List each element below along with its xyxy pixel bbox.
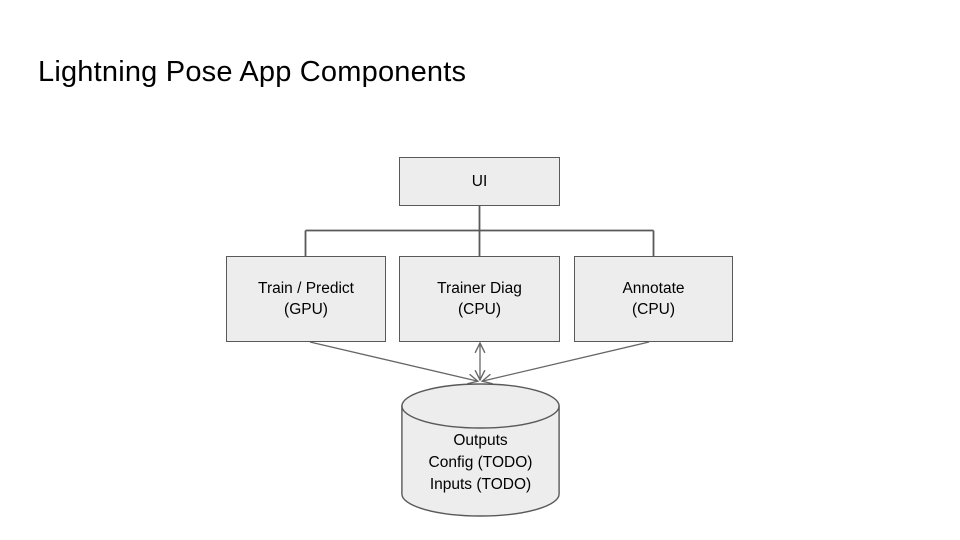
node-storage-cylinder[interactable]: Outputs Config (TODO) Inputs (TODO) <box>401 382 560 518</box>
cylinder-shape <box>401 383 560 517</box>
connector-train-to-storage <box>309 341 477 381</box>
node-storage-label: Outputs Config (TODO) Inputs (TODO) <box>428 432 533 493</box>
node-trainer-diag-label: Trainer Diag (CPU) <box>437 280 522 318</box>
node-train-predict-label: Train / Predict (GPU) <box>258 280 354 318</box>
connector-ui-to-children <box>304 206 655 256</box>
node-annotate-label: Annotate (CPU) <box>622 280 685 318</box>
node-annotate[interactable]: Annotate (CPU) <box>574 256 733 342</box>
node-trainer-diag[interactable]: Trainer Diag (CPU) <box>399 256 560 342</box>
node-train-predict[interactable]: Train / Predict (GPU) <box>226 256 386 342</box>
node-ui-label: UI <box>471 173 488 190</box>
node-ui[interactable]: UI <box>399 157 560 206</box>
page-title: Lightning Pose App Components <box>38 56 467 88</box>
connector-annotate-to-storage <box>483 341 650 381</box>
